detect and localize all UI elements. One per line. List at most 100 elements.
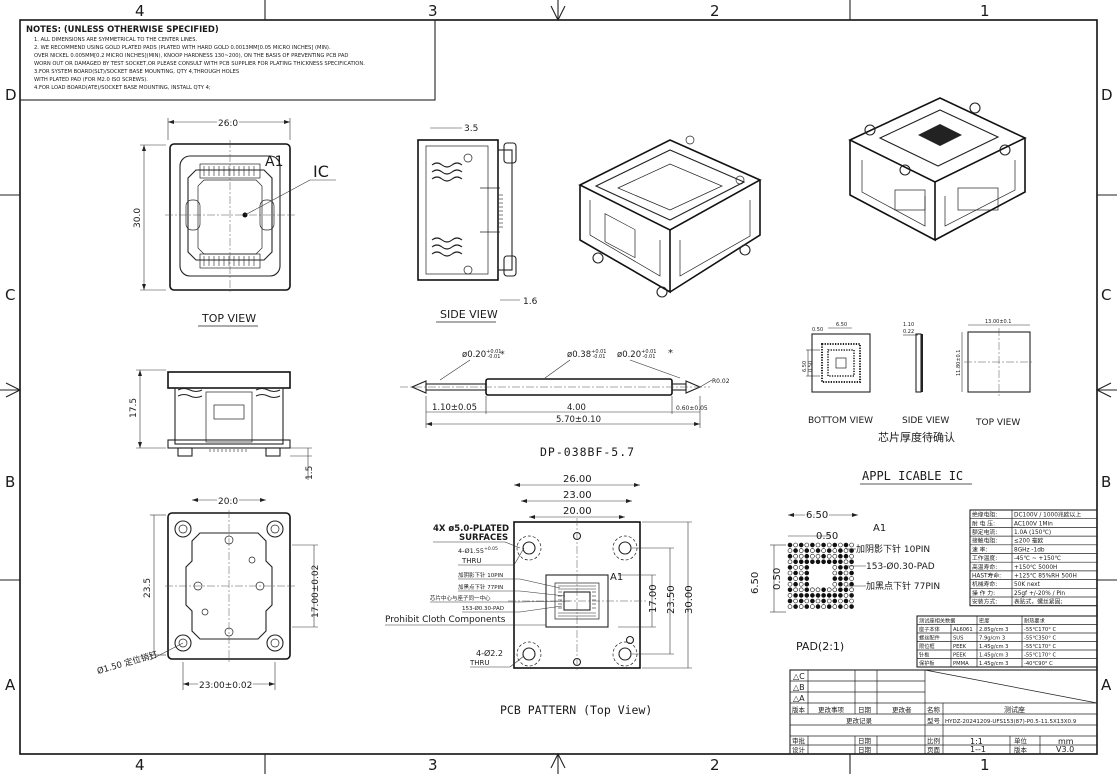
col-label-top-1: 1 xyxy=(980,2,990,20)
top-view-width-dim: 26.0 xyxy=(218,119,238,129)
pad-grid xyxy=(787,542,854,609)
pad-dot xyxy=(798,604,804,609)
pad-dot xyxy=(832,598,838,604)
pad-a1: A1 xyxy=(873,523,886,534)
ic-side-caption: SIDE VIEW xyxy=(902,416,949,426)
material-cell: PMMA xyxy=(953,661,969,667)
pad-pin10: 加阴影下针 10PIN xyxy=(856,543,930,555)
version-value: V3.0 xyxy=(1056,745,1074,754)
material-cell: -40℃90° C xyxy=(1024,661,1053,667)
pad-dot xyxy=(793,559,798,565)
material-cell: 保护板 xyxy=(919,659,935,667)
pcb-center-note: 芯片中心与座子同一中心 xyxy=(430,594,491,602)
pad-dot xyxy=(838,587,843,593)
pad-dot xyxy=(815,593,821,598)
pad-dot xyxy=(815,559,821,565)
probe-caption: DP-038BF-5.7 xyxy=(540,445,635,459)
pad-dot xyxy=(787,593,793,598)
pad-dot xyxy=(849,604,854,609)
pad-dot xyxy=(787,604,793,609)
material-cell: -55℃350° C xyxy=(1024,635,1056,641)
pad-pad153: 153-Ø0.30-PAD xyxy=(866,561,935,572)
pad-dot xyxy=(793,553,798,559)
ic-top-view: 13.00±0.1 11.80±0.1 TOP VIEW xyxy=(956,319,1034,428)
notes-line-2: 2. WE RECOMMEND USING GOLD PLATED PADS (… xyxy=(34,45,331,51)
material-cell: AL6061 xyxy=(953,627,973,633)
material-cell: 限位框 xyxy=(919,642,935,650)
pad-dot xyxy=(838,598,843,604)
pad-dot xyxy=(810,598,815,604)
spec-value: AC100V 1Min xyxy=(1014,521,1053,527)
front-view-foot-dim: 1.5 xyxy=(305,466,315,480)
pad-dot xyxy=(798,598,804,604)
spec-label: 额定电流: xyxy=(972,528,997,536)
pad-dot xyxy=(787,570,793,576)
name-value: 测试座 xyxy=(1004,705,1025,714)
rev-header-by: 更改者 xyxy=(892,705,912,714)
pad-dot xyxy=(821,553,826,559)
pad-dot xyxy=(815,548,821,553)
scale-value: 1:1 xyxy=(970,737,983,746)
pad-dot xyxy=(826,593,832,598)
ic-side-view: 1.10 0.22 SIDE VIEW xyxy=(902,322,949,426)
pad-dot xyxy=(821,598,826,604)
material-cell: PEEK xyxy=(953,644,967,650)
bottom-view-bottom-dim: 23.00±0.02 xyxy=(199,681,252,691)
model-header: 型号 xyxy=(927,716,941,725)
review-header: 审批 xyxy=(792,736,806,745)
pad-dot xyxy=(821,548,826,553)
pad-dot xyxy=(838,604,843,609)
pad-dot xyxy=(815,553,821,559)
design-header: 设计 xyxy=(792,745,806,754)
socket-isometric-view-closed xyxy=(848,97,1027,242)
spec-value: 表贴式，螺丝紧固; xyxy=(1014,598,1062,606)
bottom-view-right-dim: 17.00±0.02 xyxy=(311,565,321,618)
pad-dot xyxy=(832,587,838,593)
pad-dot xyxy=(821,587,826,593)
unit-value: mm xyxy=(1058,737,1074,746)
change-record-label: 更改记录 xyxy=(846,716,873,725)
pad-dot xyxy=(843,587,849,593)
pad-dot xyxy=(838,593,843,598)
pad-dot xyxy=(804,553,810,559)
spec-value: DC100V / 1000兆欧以上 xyxy=(1014,511,1081,519)
spec-value: ≤200 毫欧 xyxy=(1014,537,1044,545)
pad-dot xyxy=(804,604,810,609)
top-view-caption: TOP VIEW xyxy=(201,312,256,325)
probe-total: 5.70±0.10 xyxy=(556,415,601,425)
notes-line-3: OVER NICKEL 0.005MM[0.2 MICRO INCHES](MI… xyxy=(34,53,348,59)
pad-dot xyxy=(804,548,810,553)
col-label-top-2: 2 xyxy=(710,2,720,20)
pad-dot xyxy=(843,576,849,581)
material-cell: 座子本体 xyxy=(919,625,941,633)
ic-bottom-caption: BOTTOM VIEW xyxy=(808,416,873,426)
spec-value: 50K next xyxy=(1014,582,1041,588)
pcb-pin10-note: 加阴影下针 10PIN xyxy=(458,571,503,579)
probe-d3: ø0.20+0.01-0.01 xyxy=(617,349,656,360)
notes-line-4: WORN OUT OR DAMAGED BY TEST SOCKET,OR PL… xyxy=(34,61,365,67)
pad-dot xyxy=(826,598,832,604)
pad-dot xyxy=(804,565,810,570)
pad-dot xyxy=(826,559,832,565)
probe-d2: ø0.38+0.01-0.01 xyxy=(567,349,606,360)
pad-dot xyxy=(843,548,849,553)
pad-dot xyxy=(843,570,849,576)
spec-label: 工作温度: xyxy=(972,554,997,562)
material-cell: 螺丝配件 xyxy=(919,633,940,641)
pad-dot xyxy=(793,576,798,581)
spec-label: 耐 电 压: xyxy=(972,519,995,527)
pad-dot xyxy=(798,559,804,565)
probe-len1: 1.10±0.05 xyxy=(432,403,477,413)
socket-top-view: 26.0 30.0 A1 IC TOP VIEW xyxy=(133,118,336,327)
page-value: 1--1 xyxy=(970,745,986,754)
ic-dim-1300: 13.00±0.1 xyxy=(985,319,1011,325)
pad-dot xyxy=(832,553,838,559)
pad-dot xyxy=(815,542,821,548)
probe-star: * xyxy=(668,348,673,359)
pad-dot xyxy=(804,593,810,598)
pcb-thru1-label2: THRU xyxy=(461,557,482,565)
spec-label: 接触电阻: xyxy=(972,537,997,545)
pad-dot xyxy=(826,542,832,548)
spec-label: 绝缘电阻: xyxy=(972,511,997,519)
bottom-view-top-dim: 20.0 xyxy=(218,497,238,507)
